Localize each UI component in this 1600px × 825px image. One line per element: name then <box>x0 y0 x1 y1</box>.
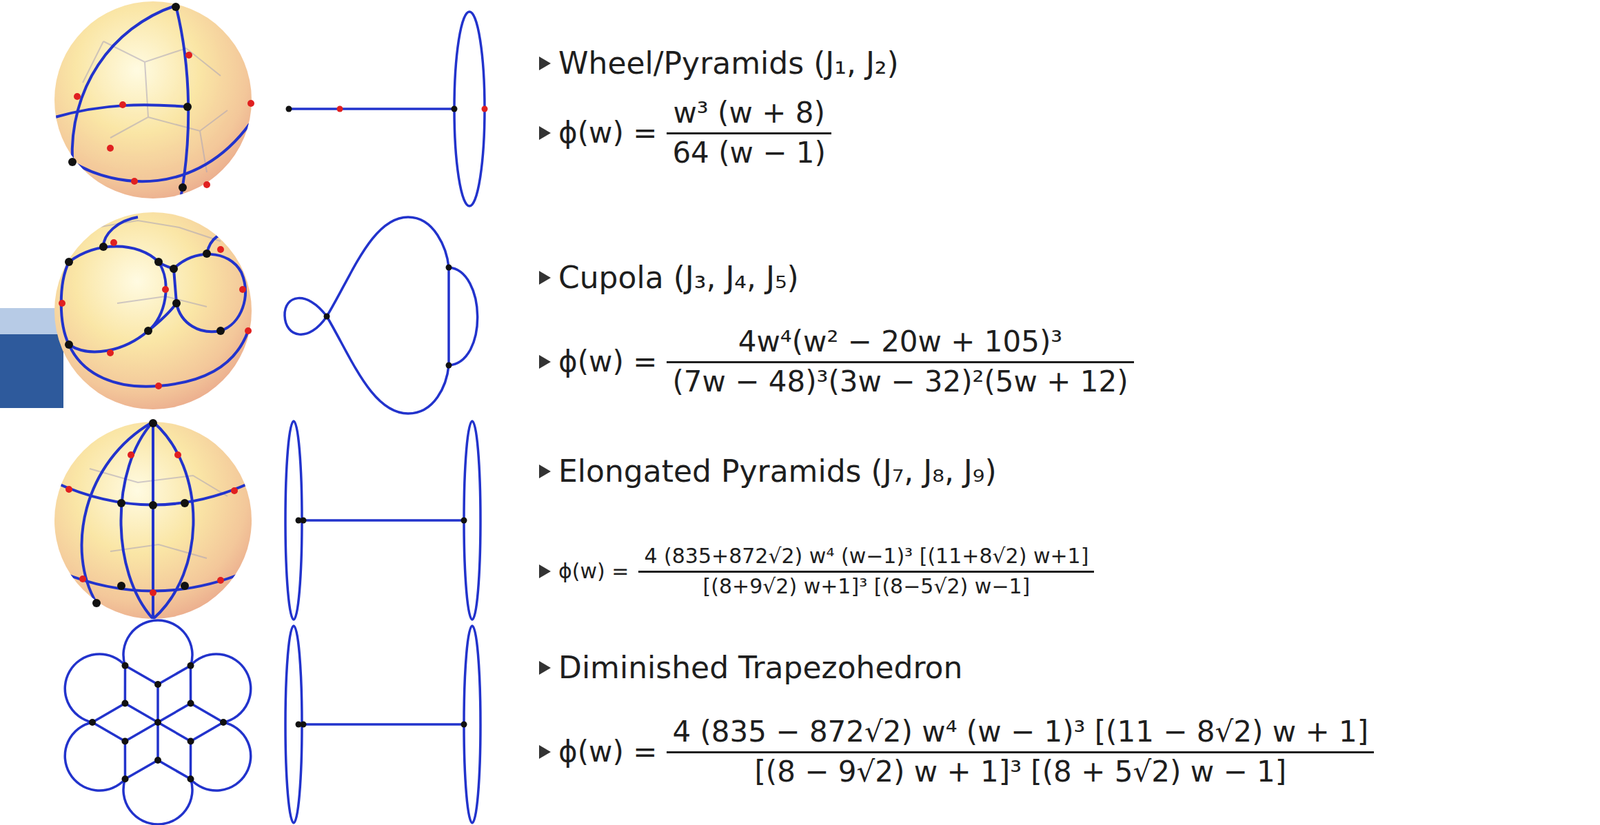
sphere-map <box>54 1 255 199</box>
numerator: 4 (835 − 872√2) w⁴ (w − 1)³ [(11 − 8√2) … <box>672 714 1369 750</box>
dessin <box>288 11 485 207</box>
flower-graph <box>64 620 251 825</box>
fraction-bar <box>638 570 1095 573</box>
dessin <box>285 421 481 620</box>
flower-vertices <box>88 662 227 784</box>
denominator: (7w − 48)³(3w − 32)²(5w + 12) <box>672 364 1128 400</box>
fraction-bar <box>666 751 1374 754</box>
sphere <box>54 421 252 620</box>
graph-edges <box>61 217 249 387</box>
numerator: 4 (835+872√2) w⁴ (w−1)³ [(11+8√2) w+1] <box>643 543 1089 569</box>
numerator: 4w⁴(w² − 20w + 105)³ <box>738 324 1063 360</box>
dessin-vertices <box>295 517 468 524</box>
sphere-map <box>54 419 252 620</box>
red-vertices <box>73 51 255 189</box>
formula-lhs: ϕ(w) = <box>558 559 629 584</box>
fraction-bar <box>666 361 1134 364</box>
sphere <box>54 212 252 410</box>
dessin-vertices <box>295 721 468 728</box>
sphere-map <box>54 212 252 410</box>
denominator: 64 (w − 1) <box>672 135 826 171</box>
graph-edges <box>55 421 251 620</box>
formula-lhs: ϕ(w) = <box>558 734 657 770</box>
formula-lhs: ϕ(w) = <box>558 115 657 151</box>
red-vertices <box>58 239 252 390</box>
item-name: Diminished Trapezohedron <box>558 650 963 687</box>
bullet-marks <box>539 56 551 759</box>
black-vertices <box>92 419 189 608</box>
formula-lhs: ϕ(w) = <box>558 344 657 380</box>
black-vertices <box>64 242 225 349</box>
graph-edges <box>55 5 250 199</box>
numerator: w³ (w + 8) <box>673 95 826 131</box>
dessin <box>285 625 481 824</box>
black-vertices <box>68 2 192 192</box>
dessin <box>284 217 478 414</box>
fraction-bar <box>666 132 832 135</box>
item-name: Wheel/Pyramids (J₁, J₂) <box>558 45 899 83</box>
red-vertices <box>65 451 238 597</box>
denominator: [(8+9√2) w+1]³ [(8−5√2) w−1] <box>703 574 1031 600</box>
faint-net <box>89 468 228 559</box>
slide-block <box>0 334 64 409</box>
faint-net <box>96 220 221 307</box>
item-name: Elongated Pyramids (J₇, J₈, J₉) <box>558 453 997 491</box>
denominator: [(8 − 9√2) w + 1]³ [(8 + 5√2) w − 1] <box>754 754 1287 790</box>
sphere <box>54 1 252 199</box>
dessin-vertices <box>323 264 453 369</box>
dessin-vertices <box>286 106 489 113</box>
item-name: Cupola (J₃, J₄, J₅) <box>558 259 799 297</box>
